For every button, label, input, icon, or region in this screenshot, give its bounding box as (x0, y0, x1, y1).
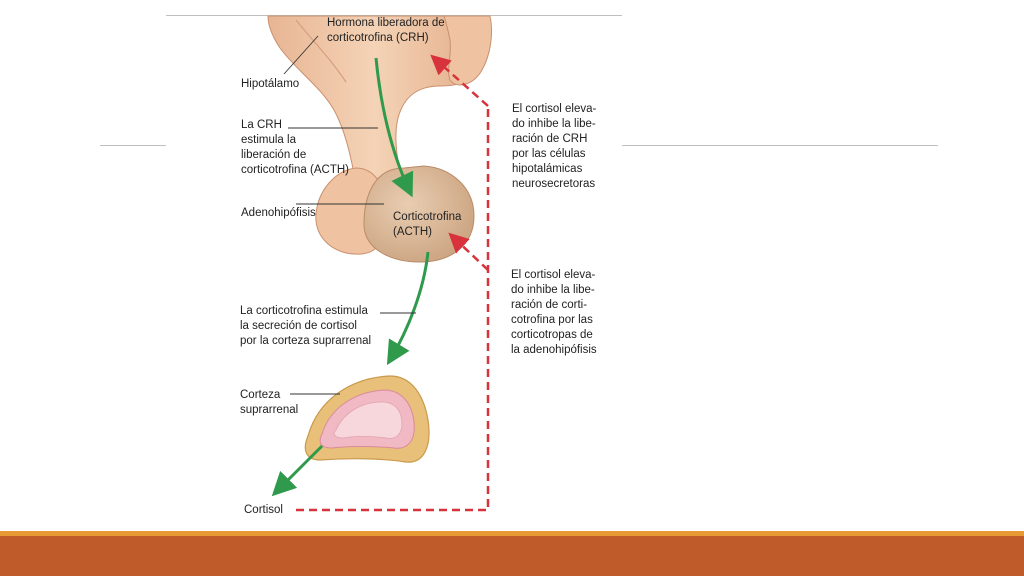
label-hipotalamo: Hipotálamo (241, 78, 300, 90)
acth-arrow (386, 251, 430, 366)
leader-hipotalamo (283, 35, 319, 75)
hpa-axis-diagram (267, 15, 493, 512)
label-acth: Corticotrofina (ACTH) (393, 211, 462, 238)
footer-accent-line (0, 531, 1024, 536)
label-crh-stimulus: La CRH estimula la liberación de cortico… (241, 119, 349, 176)
label-corteza: Corteza suprarrenal (240, 389, 299, 416)
label-feedback-acth: El cortisol eleva- do inhibe la libe- ra… (511, 269, 597, 356)
feedback-loop-path (296, 106, 490, 512)
footer-band (0, 536, 1024, 576)
crh-arrow (374, 57, 414, 198)
label-crh: Hormona liberadora de corticotrofina (CR… (327, 17, 445, 44)
hypothalamus-bulge (443, 15, 493, 86)
stalk-fold (295, 19, 347, 83)
right-rule (622, 145, 938, 146)
label-acth-stimulus: La corticotrofina estimula la secreción … (240, 305, 372, 347)
feedback-arrow-acth (448, 232, 489, 271)
label-adenohipofisis: Adenohipófisis (241, 207, 316, 219)
left-rule (100, 145, 166, 146)
label-feedback-crh: El cortisol eleva- do inhibe la libe- ra… (512, 103, 597, 190)
adrenal-medulla (333, 401, 403, 439)
label-cortisol: Cortisol (244, 504, 283, 516)
cortisol-arrow (271, 444, 324, 497)
